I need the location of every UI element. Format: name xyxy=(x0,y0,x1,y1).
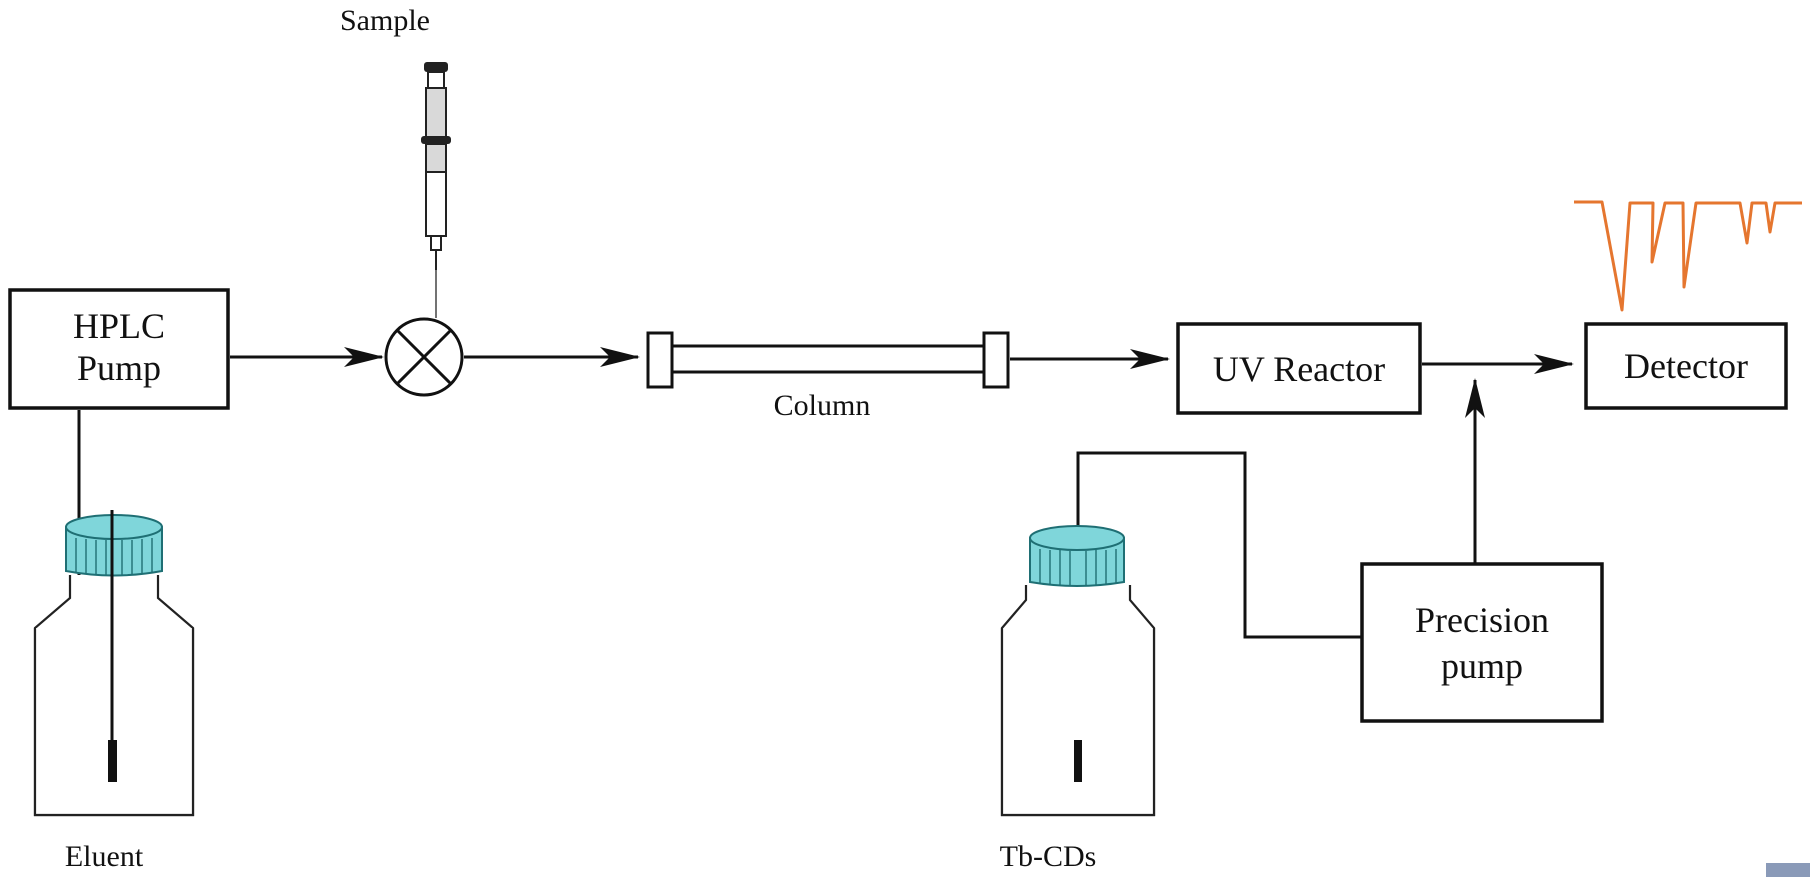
column-icon xyxy=(646,331,1010,389)
uv-reactor-label: UV Reactor xyxy=(1213,349,1385,389)
detector-label: Detector xyxy=(1624,346,1748,386)
eluent-label: Eluent xyxy=(65,840,144,873)
tbcds-bottle-icon xyxy=(1000,525,1156,817)
injector-valve-icon xyxy=(384,317,464,397)
hplc-pump-label-line1: HPLC xyxy=(73,306,165,346)
hplc-pump-label-line2: Pump xyxy=(77,348,161,388)
tbcds-label: Tb-CDs xyxy=(1000,840,1097,873)
uv-reactor-box: UV Reactor xyxy=(1176,322,1422,415)
precision-pump-box: Precision pump xyxy=(1360,562,1604,723)
syringe-icon xyxy=(421,62,451,318)
precision-pump-label-line1: Precision xyxy=(1415,600,1549,640)
corner-tab xyxy=(1766,863,1810,877)
precision-pump-label-line2: pump xyxy=(1441,646,1523,686)
column-label: Column xyxy=(774,389,871,422)
sample-label: Sample xyxy=(340,4,430,37)
detector-box: Detector xyxy=(1584,322,1788,410)
hplc-pump-box: HPLC Pump xyxy=(8,288,230,410)
chromatogram-trace xyxy=(1574,200,1802,312)
eluent-bottle-icon xyxy=(33,510,195,817)
